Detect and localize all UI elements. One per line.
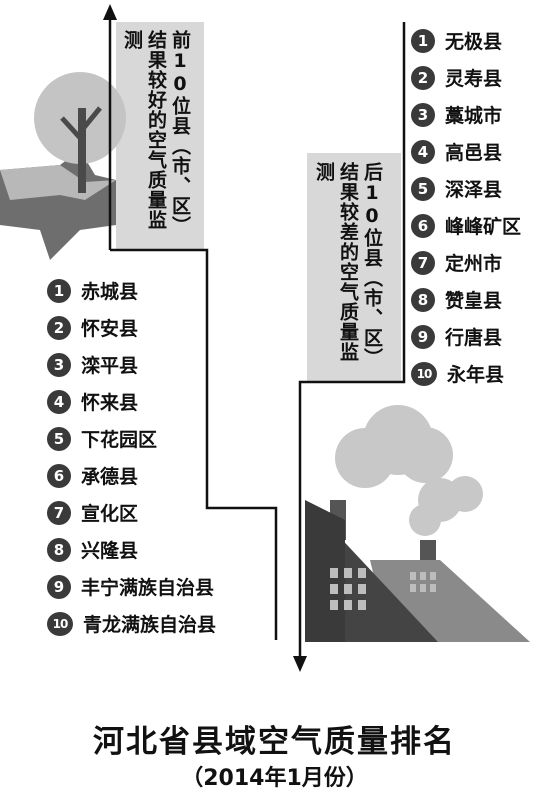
county-name: 高邑县 — [445, 142, 503, 164]
county-name: 怀来县 — [81, 392, 139, 414]
left-label: 前10位县（市、区）结果较好的空气质量监测 — [121, 30, 191, 236]
right-arrow — [298, 22, 406, 656]
left-label-panel — [116, 22, 204, 250]
rank-badge: 8 — [411, 287, 435, 312]
list-item: 1 无极县 — [411, 22, 521, 59]
rank-badge: 2 — [47, 315, 71, 340]
list-item: 9 丰宁满族自治县 — [47, 568, 216, 605]
best-ranking-list: 1 赤城县 2 怀安县 3 滦平县 4 怀来县 5 下花园区 6 承德县 7 宣化区 8 兴隆县… — [47, 272, 216, 642]
rank-badge: 3 — [47, 352, 71, 377]
list-item: 3 滦平县 — [47, 346, 216, 383]
rank-badge: 1 — [411, 28, 435, 53]
county-name: 青龙满族自治县 — [83, 614, 217, 636]
down-arrow-head — [293, 656, 307, 672]
rank-badge: 7 — [411, 250, 435, 275]
list-item: 4 高邑县 — [411, 133, 521, 170]
page-title: 河北省县域空气质量排名 — [93, 724, 456, 760]
rank-badge: 2 — [411, 65, 435, 90]
county-name: 承德县 — [81, 466, 139, 488]
list-item: 7 定州市 — [411, 244, 521, 281]
rank-badge: 3 — [411, 102, 435, 127]
left-arrow — [108, 18, 278, 640]
county-name: 永年县 — [447, 364, 505, 386]
county-name: 怀安县 — [81, 318, 139, 340]
list-item: 4 怀来县 — [47, 383, 216, 420]
county-name: 深泽县 — [445, 179, 503, 201]
list-item: 5 下花园区 — [47, 420, 216, 457]
list-item: 9 行唐县 — [411, 318, 521, 355]
rank-badge: 6 — [411, 213, 435, 238]
list-item: 8 兴隆县 — [47, 531, 216, 568]
list-item: 7 宣化区 — [47, 494, 216, 531]
county-name: 下花园区 — [81, 429, 158, 451]
list-item: 8 赞皇县 — [411, 281, 521, 318]
county-name: 灵寿县 — [445, 68, 503, 90]
worst-ranking-list: 1 无极县 2 灵寿县 3 藁城市 4 高邑县 5 深泽县 6 峰峰矿区 7 定州市 8 赞皇县… — [411, 22, 521, 392]
right-label-panel — [307, 153, 401, 381]
up-arrow-head — [103, 4, 117, 20]
county-name: 宣化区 — [81, 503, 139, 525]
rank-badge: 4 — [411, 139, 435, 164]
right-label: 后10位县（市、区）结果较差的空气质量监测 — [313, 162, 383, 368]
county-name: 行唐县 — [445, 327, 503, 349]
list-item: 2 灵寿县 — [411, 59, 521, 96]
county-name: 赞皇县 — [445, 290, 503, 312]
rank-badge: 10 — [47, 611, 73, 636]
rank-badge: 5 — [411, 176, 435, 201]
list-item: 10 青龙满族自治县 — [47, 605, 216, 642]
page-subtitle: （2014年1月份） — [181, 766, 368, 791]
rank-badge: 6 — [47, 463, 71, 488]
rank-badge: 9 — [47, 574, 71, 599]
tree-icon — [0, 72, 126, 260]
list-item: 2 怀安县 — [47, 309, 216, 346]
county-name: 丰宁满族自治县 — [81, 577, 215, 599]
county-name: 赤城县 — [81, 281, 139, 303]
county-name: 定州市 — [445, 253, 503, 275]
factory-icon — [305, 405, 530, 642]
list-item: 10 永年县 — [411, 355, 521, 392]
rank-badge: 1 — [47, 278, 71, 303]
rank-badge: 10 — [411, 361, 437, 386]
list-item: 5 深泽县 — [411, 170, 521, 207]
list-item: 6 峰峰矿区 — [411, 207, 521, 244]
rank-badge: 4 — [47, 389, 71, 414]
county-name: 峰峰矿区 — [445, 216, 522, 238]
list-item: 6 承德县 — [47, 457, 216, 494]
rank-badge: 9 — [411, 324, 435, 349]
county-name: 滦平县 — [81, 355, 139, 377]
rank-badge: 7 — [47, 500, 71, 525]
list-item: 1 赤城县 — [47, 272, 216, 309]
county-name: 藁城市 — [445, 105, 503, 127]
list-item: 3 藁城市 — [411, 96, 521, 133]
county-name: 兴隆县 — [81, 540, 139, 562]
county-name: 无极县 — [445, 31, 503, 53]
rank-badge: 5 — [47, 426, 71, 451]
rank-badge: 8 — [47, 537, 71, 562]
